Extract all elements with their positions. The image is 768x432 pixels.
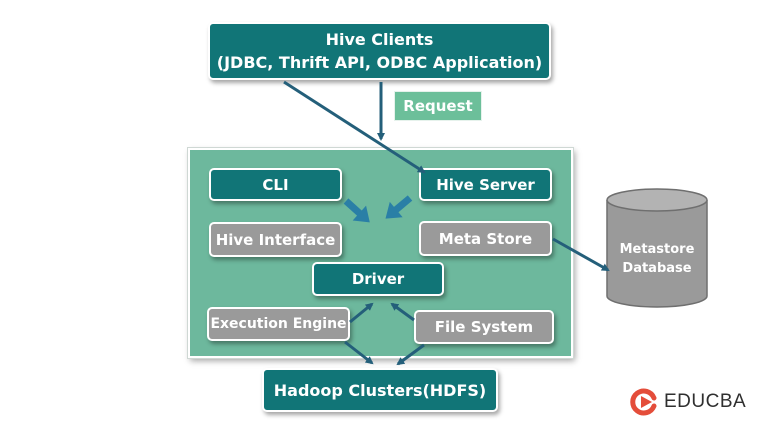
hive-clients-title: Hive Clients [325, 30, 434, 49]
meta-store-node: Meta Store [419, 221, 552, 256]
educba-logo: EDUCBA [658, 385, 746, 419]
metastore-database-label: Metastore Database [606, 240, 708, 278]
hive-clients-node: Hive Clients (JDBC, Thrift API, ODBC App… [208, 22, 551, 80]
educba-logo-icon [630, 388, 657, 416]
hive-clients-subtitle: (JDBC, Thrift API, ODBC Application) [216, 53, 543, 72]
metastore-database-line2: Database [622, 261, 692, 276]
arrow-execution-engine-to-hadoop [344, 340, 374, 365]
arrow-hive-server-to-driver [385, 195, 413, 219]
metastore-database-node [606, 188, 708, 308]
cli-node: CLI [209, 168, 342, 201]
educba-logo-text: EDUCBA [664, 391, 747, 412]
execution-engine-node: Execution Engine [207, 307, 350, 341]
hive-server-node: Hive Server [419, 168, 552, 201]
hadoop-clusters-node: Hadoop Clusters(HDFS) [262, 368, 498, 412]
file-system-node: File System [414, 310, 554, 344]
arrow-file-system-to-driver [390, 302, 415, 322]
driver-node: Driver [312, 262, 444, 296]
arrow-execution-engine-to-driver [349, 302, 374, 324]
arrow-file-system-to-hadoop [396, 343, 425, 366]
hive-interface-node: Hive Interface [209, 222, 342, 257]
metastore-database-line1: Metastore [619, 242, 695, 257]
arrow-meta-store-to-database [552, 237, 610, 272]
arrow-cli-to-driver [343, 198, 370, 223]
request-label: Request [394, 91, 482, 121]
arrow-clients-to-hive-server [283, 80, 426, 174]
